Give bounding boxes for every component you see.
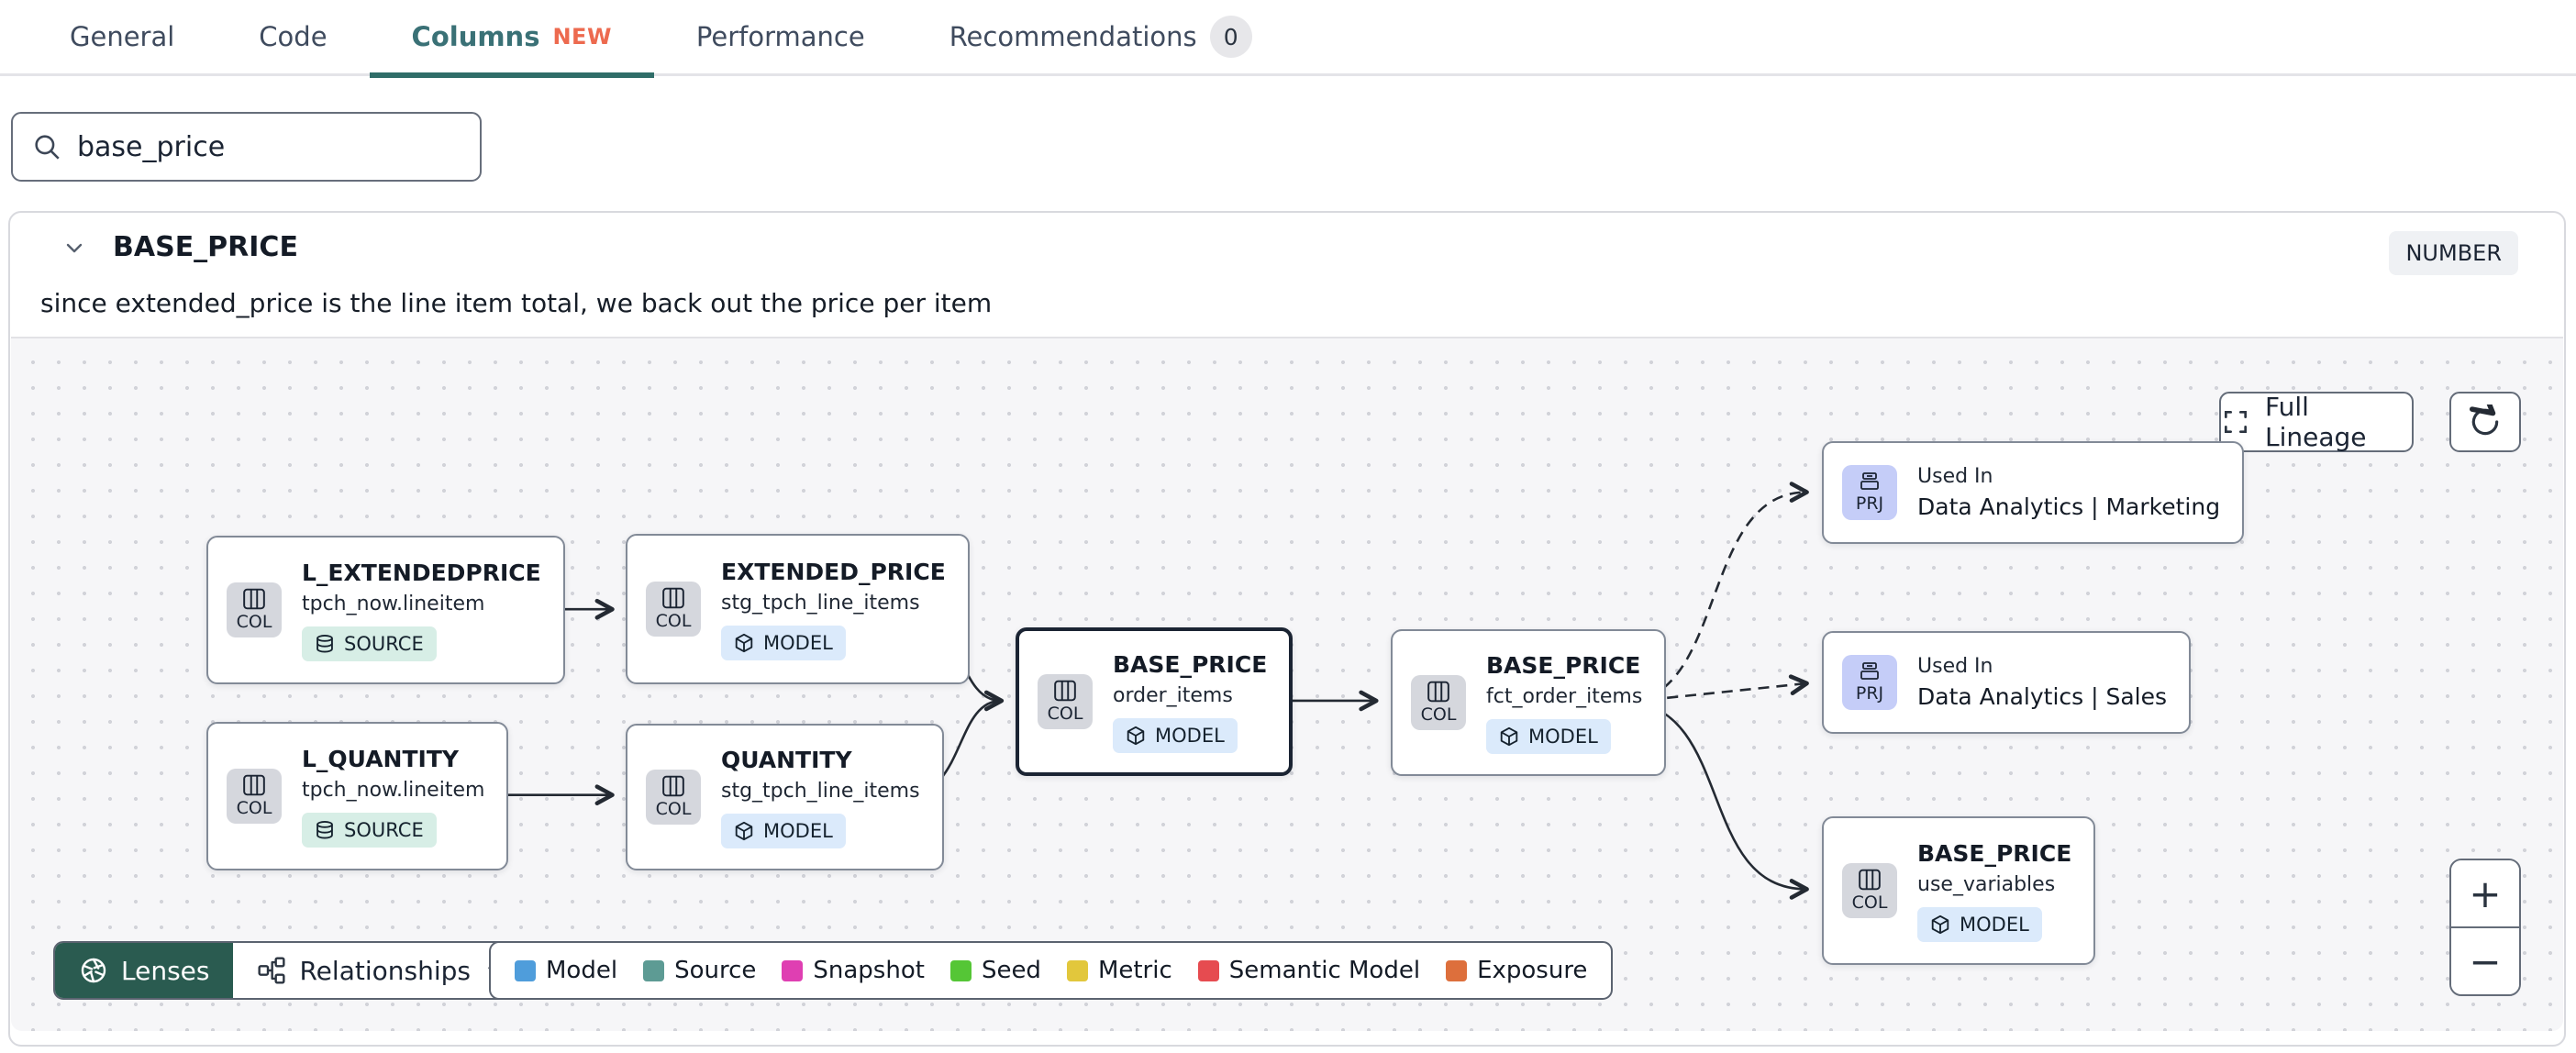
full-lineage-button[interactable]: Full Lineage — [2219, 392, 2414, 452]
cube-icon — [1499, 726, 1519, 747]
column-icon: COL — [227, 582, 282, 637]
column-icon: COL — [646, 770, 701, 825]
legend-item-model: Model — [515, 957, 617, 984]
metric-swatch — [1066, 959, 1088, 981]
new-badge: NEW — [552, 24, 612, 50]
legend-item-source: Source — [643, 957, 756, 984]
lineage-node-used-in-sales[interactable]: PRJ Used In Data Analytics | Sales — [1822, 631, 2192, 734]
cube-icon — [1126, 726, 1146, 746]
legend-item-exposure: Exposure — [1446, 957, 1587, 984]
node-type-legend: Model Source Snapshot Seed Metric — [489, 941, 1614, 1000]
tab-bar: General Code Columns NEW Performance Rec… — [0, 0, 2576, 78]
model-badge: MODEL — [1917, 906, 2042, 942]
lineage-node-base-price-use-variables[interactable]: COL BASE_PRICE use_variables MODEL — [1822, 816, 2096, 965]
aperture-icon — [79, 956, 108, 985]
refresh-icon — [2468, 405, 2503, 439]
lineage-node-l-quantity[interactable]: COL L_QUANTITY tpch_now.lineitem SOURCE — [206, 722, 509, 870]
project-icon: PRJ — [1842, 655, 1897, 710]
lineage-node-l-extendedprice[interactable]: COL L_EXTENDEDPRICE tpch_now.lineitem SO… — [206, 536, 565, 684]
tab-general[interactable]: General — [70, 21, 175, 52]
model-badge: MODEL — [721, 813, 846, 848]
tab-performance[interactable]: Performance — [695, 21, 865, 52]
model-badge: MODEL — [721, 625, 846, 660]
database-icon — [315, 820, 335, 840]
snapshot-swatch — [782, 959, 804, 981]
tab-recommendations[interactable]: Recommendations 0 — [907, 0, 1294, 75]
model-badge: MODEL — [1113, 717, 1238, 753]
database-icon — [315, 634, 335, 654]
tab-code[interactable]: Code — [259, 21, 328, 52]
lenses-control: Lenses Relationships — [53, 941, 533, 1000]
source-badge: SOURCE — [302, 812, 437, 848]
model-badge: MODEL — [1486, 718, 1611, 754]
cube-icon — [734, 821, 754, 841]
column-icon: COL — [1411, 675, 1466, 730]
recommendations-count-badge: 0 — [1209, 16, 1252, 58]
search-icon — [31, 131, 62, 162]
column-name: BASE_PRICE — [113, 231, 298, 263]
column-icon: COL — [1842, 863, 1897, 918]
relationships-dropdown[interactable]: Relationships — [233, 943, 531, 998]
column-search[interactable] — [11, 112, 482, 182]
column-icon: COL — [1038, 674, 1093, 729]
source-badge: SOURCE — [302, 626, 437, 661]
column-detail-panel: BASE_PRICE NUMBER since extended_price i… — [8, 211, 2566, 1047]
column-type-badge: NUMBER — [2389, 231, 2518, 275]
source-swatch — [643, 959, 665, 981]
relationships-icon — [257, 956, 286, 985]
legend-item-metric: Metric — [1066, 957, 1172, 984]
expand-icon — [2221, 407, 2250, 437]
search-input[interactable] — [77, 130, 461, 163]
lineage-node-used-in-marketing[interactable]: PRJ Used In Data Analytics | Marketing — [1822, 441, 2245, 544]
zoom-control: + − — [2449, 859, 2521, 996]
cube-icon — [734, 633, 754, 653]
lineage-node-quantity[interactable]: COL QUANTITY stg_tpch_line_items MODEL — [626, 724, 944, 870]
column-icon: COL — [227, 769, 282, 824]
chevron-down-icon[interactable] — [63, 237, 85, 259]
exposure-swatch — [1446, 959, 1468, 981]
refresh-lineage-button[interactable] — [2449, 392, 2521, 452]
legend-item-snapshot: Snapshot — [782, 957, 925, 984]
lineage-node-extended-price[interactable]: COL EXTENDED_PRICE stg_tpch_line_items M… — [626, 534, 970, 684]
project-icon: PRJ — [1842, 465, 1897, 520]
legend-item-semantic-model: Semantic Model — [1197, 957, 1420, 984]
lineage-canvas[interactable]: Full Lineage + − COL — [11, 337, 2563, 1031]
cube-icon — [1930, 914, 1950, 935]
seed-swatch — [949, 959, 972, 981]
semantic-model-swatch — [1197, 959, 1219, 981]
column-header-row[interactable]: BASE_PRICE — [10, 213, 2564, 282]
lineage-node-base-price-order-items[interactable]: COL BASE_PRICE order_items MODEL — [1016, 627, 1294, 776]
legend-item-seed: Seed — [949, 957, 1041, 984]
zoom-out-button[interactable]: − — [2451, 928, 2519, 994]
model-swatch — [515, 959, 536, 981]
lenses-button[interactable]: Lenses — [55, 943, 234, 998]
column-description: since extended_price is the line item to… — [40, 288, 993, 318]
zoom-in-button[interactable]: + — [2451, 860, 2519, 928]
tab-columns[interactable]: Columns NEW — [369, 0, 655, 78]
lineage-node-base-price-fct-order-items[interactable]: COL BASE_PRICE fct_order_items MODEL — [1391, 629, 1667, 776]
column-icon: COL — [646, 582, 701, 637]
